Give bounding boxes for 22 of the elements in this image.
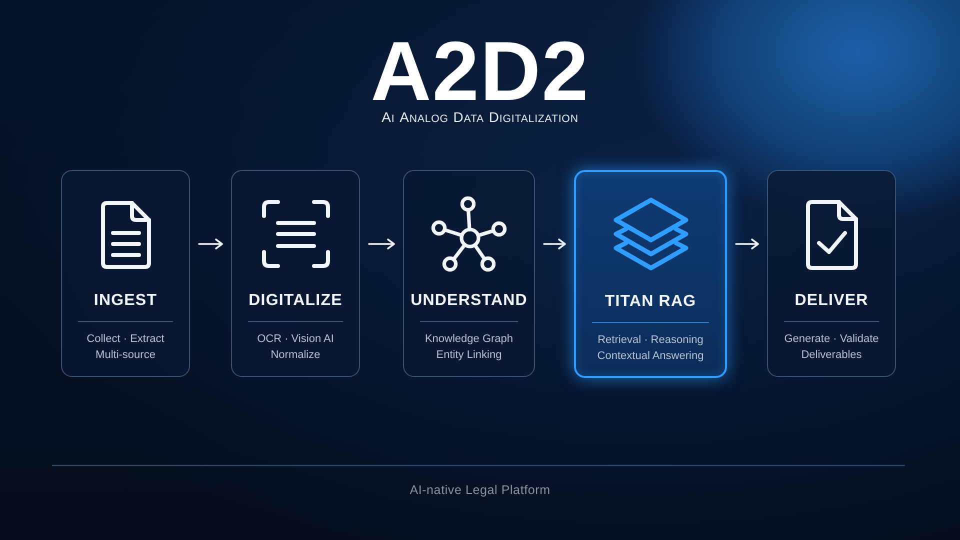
step-card <box>403 170 535 377</box>
step-card <box>767 170 896 377</box>
subtitle: AI ANALOG DATA DIGITALIZATION <box>382 108 578 127</box>
step-title: DELIVER <box>794 291 868 311</box>
step-description: OCR · Vision AI Normalize <box>256 332 335 363</box>
arrow <box>368 238 395 250</box>
arrow <box>735 238 759 250</box>
highlighted-step-card <box>574 170 727 378</box>
step-title: TITAN RAG <box>604 292 696 312</box>
step-description: Retrieval · Reasoning Contextual Answering <box>596 333 705 364</box>
step-title: DIGITALIZE <box>248 291 342 311</box>
footer-caption: AI-native Legal Platform <box>410 482 550 498</box>
step-title: INGEST <box>94 291 158 311</box>
step-description: Generate · Validate Deliverables <box>783 332 880 363</box>
arrow <box>543 238 566 250</box>
title: A2D2 <box>370 36 590 106</box>
step-description: Collect · Extract Multi-source <box>86 332 166 363</box>
step-description: Knowledge Graph Entity Linking <box>424 332 514 363</box>
step-card <box>61 170 190 377</box>
step-card <box>231 170 360 377</box>
arrow <box>198 238 223 250</box>
step-title: UNDERSTAND <box>410 291 528 311</box>
